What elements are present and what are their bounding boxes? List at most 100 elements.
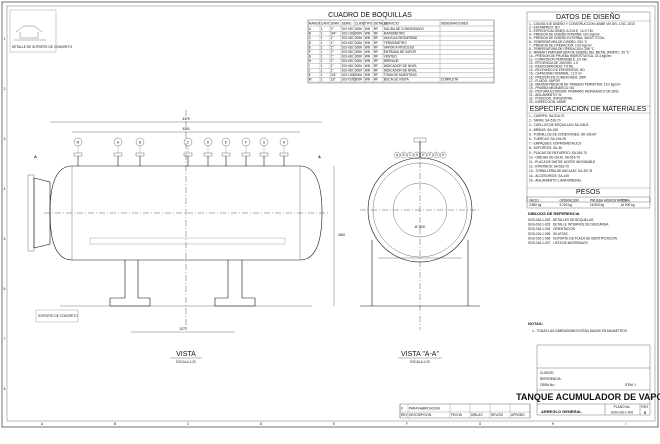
- nozzle-cell: E: [309, 45, 311, 49]
- material-row: 1.- CUERPO: SA-516-70: [529, 114, 564, 118]
- nozzle-balloon-label: A: [117, 140, 120, 144]
- nozzle-cell: C: [309, 36, 312, 40]
- material-row: 7.- EMPAQUES: ESPIROMETALICO: [529, 142, 582, 146]
- section-view-label: VISTA "A-A": [401, 351, 439, 358]
- nozzle-cell: MANOMETRO: [384, 32, 406, 36]
- title-block: CLIENTE: REFERENCIA: OBRA No.: ITEM: 1 T…: [516, 344, 660, 416]
- nozzle-cell: SCH 80: [342, 45, 353, 49]
- weight-value: 4 850 kg: [529, 203, 541, 207]
- nozzle-header-8: OBSERVACIONES: [441, 22, 468, 26]
- main-view-scale: ESCALA 1:20: [176, 360, 196, 364]
- nozzle-balloon-label: H: [283, 140, 286, 144]
- nozzle-cell: RF: [374, 32, 378, 36]
- nozzle-cell: 1: [321, 59, 323, 63]
- section-balloon: [413, 151, 420, 159]
- nozzle-cell: B: [309, 32, 311, 36]
- nozzle-cell: G: [309, 55, 312, 59]
- nozzle-cell: RF: [374, 73, 378, 77]
- nozzle-header-0: MARCA: [309, 22, 321, 26]
- nozzle-header-6: DETALLE: [374, 22, 388, 26]
- nozzle-cell: K: [309, 73, 312, 77]
- nozzle-balloon: [73, 137, 83, 147]
- support-note-box: [35, 309, 79, 323]
- section-diameter: Ø 1600: [415, 225, 426, 229]
- references-title: DIBUJOS DE REFERENCIA: [528, 211, 580, 216]
- nozzle-balloon: [279, 137, 289, 147]
- support-note: SOPORTE DE CONCRETO: [38, 314, 78, 318]
- border-col-G: G: [479, 422, 482, 426]
- material-row: 14.- ACCESORIOS: SA-105: [529, 174, 569, 178]
- nozzle-cell: 300#: [355, 32, 362, 36]
- section-balloon: [433, 151, 440, 159]
- nozzle-cell: WN: [365, 45, 371, 49]
- design-data-row: 13.- RADIOGRAFIADO: TOTAL: [529, 65, 574, 69]
- nozzle-balloon-label: G: [263, 140, 266, 144]
- nozzle-cell: SCH 80: [342, 64, 353, 68]
- nozzle-flange: [279, 152, 289, 157]
- border-col-D: D: [260, 422, 263, 426]
- nozzle-cell: 1: [321, 45, 323, 49]
- nozzle-balloon-label: E: [225, 140, 227, 144]
- weight-header: PRUEBA HIDROSTATICA: [590, 199, 628, 203]
- section-mark-left: A: [34, 154, 37, 159]
- revision-header: APROBO: [511, 413, 525, 417]
- design-data-row: 5.- PRESION DE DISEÑO EXTERNA: VACIO TOT…: [529, 35, 605, 40]
- saddle-right: [214, 260, 256, 307]
- nozzle-cell: 1: [321, 41, 323, 45]
- weight-header: TOTAL: [621, 199, 631, 203]
- reference-number: SGS-016-1-007: [528, 241, 551, 245]
- main-view-label: VISTA: [176, 351, 196, 358]
- nozzle-balloon-label: C: [187, 140, 190, 144]
- nozzle-cell: 1: [321, 64, 323, 68]
- border-row-8: 8: [4, 387, 6, 391]
- section-balloon: [407, 151, 414, 159]
- weight-value: 16 900 kg: [621, 203, 635, 207]
- weights-title: PESOS: [576, 189, 600, 196]
- nozzle-flange: [183, 152, 193, 157]
- nozzle-flange: [259, 152, 269, 157]
- drawing-title: ARREGLO GENERAL: [541, 409, 582, 414]
- border-col-A: A: [41, 422, 44, 426]
- title-block-border: [536, 344, 651, 416]
- border-row-5: 5: [4, 237, 6, 241]
- nozzle-cell: ENTRADA DE VAPOR: [384, 50, 417, 54]
- design-data-row: 18.- MAXIMA PRESION DE TRABAJO PERMITIDA…: [529, 82, 621, 86]
- nozzle-cell: 300#: [355, 78, 362, 82]
- nozzle-balloon-label: B: [139, 140, 141, 144]
- border-row-1: 1: [4, 37, 6, 41]
- nozzle-cell: 3/4": [331, 73, 337, 77]
- nozzle-table-title: CUADRO DE BOQUILLAS: [328, 12, 412, 19]
- overall-dimension: 6175: [182, 117, 189, 121]
- cliente-label: CLIENTE:: [540, 371, 554, 375]
- border-row-2: 2: [4, 87, 6, 91]
- nozzle-cell: 1": [331, 55, 334, 59]
- section-balloon-label: G: [435, 153, 438, 157]
- nozzle-cell: 2": [331, 50, 334, 54]
- design-data-row: 16.- PRESION EN CONEXIONES: 300#: [529, 75, 586, 79]
- nozzle-cell: 1: [321, 32, 323, 36]
- design-data-row: 23.- INSPECCION: ASME: [529, 100, 566, 104]
- nozzle-cell: INDICADOR DE NIVEL: [384, 68, 418, 72]
- material-row: 11.- PLACA DE DATOS: ACERO INOXIDABLE: [529, 160, 595, 164]
- height-dimension: 2600: [338, 233, 345, 237]
- design-data-row: 9.- MINIMA TEMPERATURA DE DISEÑO DEL MET…: [529, 49, 630, 54]
- design-data-row: 1.- CODIGO DE DISEÑO Y CONSTRUCCION: ASM…: [529, 21, 635, 26]
- material-row: 4.- BRIDAS: SA-105: [529, 128, 558, 132]
- revision-header: REVISO: [491, 413, 504, 417]
- reference-number: SGS-016-1-006: [528, 236, 551, 240]
- nozzle-cell: WN: [365, 78, 371, 82]
- nozzle-balloon: [203, 137, 213, 147]
- nozzle-cell: WN: [365, 27, 371, 31]
- design-data-row: 21.- AISLAMIENTO: SI: [529, 93, 561, 97]
- rev-value: 0: [644, 410, 647, 415]
- nozzle-cell: RF: [374, 64, 378, 68]
- border-row-4: 4: [4, 187, 6, 191]
- nozzle-cell: M: [309, 78, 312, 82]
- nozzle-cell: SCH 160: [342, 32, 355, 36]
